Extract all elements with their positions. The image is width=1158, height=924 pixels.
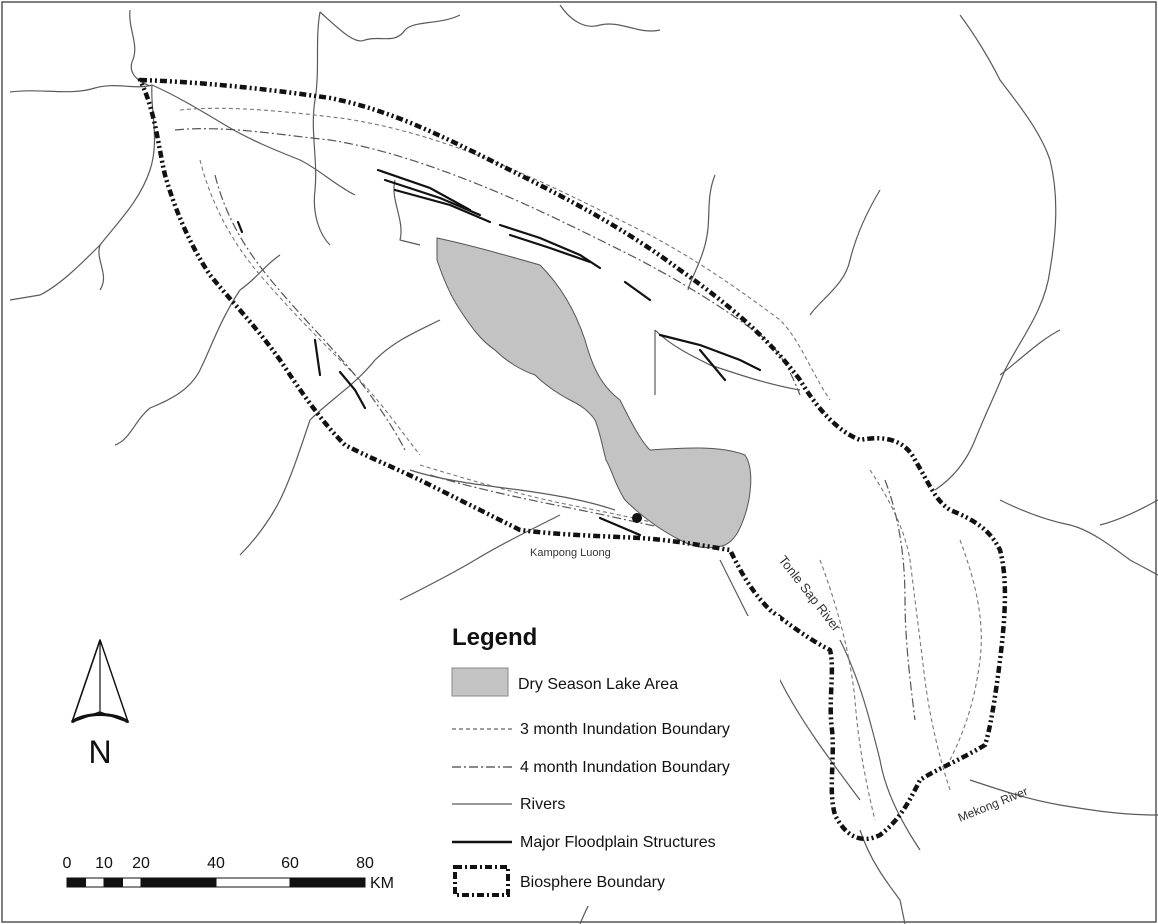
river [839,639,921,851]
floodplain-structure [338,370,367,410]
river [409,469,616,511]
legend-item-label: Major Floodplain Structures [520,834,716,851]
floodplain-structure [313,338,322,377]
scale-segment [215,877,291,888]
scale-segment [85,877,105,888]
river [393,179,421,246]
river [999,329,1061,376]
scale-bar: 0 10 20 40 60 80 KM [63,855,394,892]
inundation-3-month-line [819,559,876,821]
floodplain-structure [376,168,472,212]
river [309,319,441,421]
mekong-river-label: Mekong River [956,784,1030,825]
inundation-3-month-line [179,107,831,401]
inundation-3-month-line [869,469,951,791]
scale-tick-label: 60 [281,855,299,872]
scale-tick-label: 20 [132,855,150,872]
inundation-4-month-line [429,474,701,536]
scale-segment [140,877,217,888]
river [719,559,861,801]
legend-item-label: Dry Season Lake Area [518,676,678,693]
scale-segment [103,877,123,888]
floodplain-structure [623,280,652,302]
floodplain-structure [658,333,762,372]
river [239,254,281,291]
river [9,84,153,93]
north-arrow-label: N [88,734,111,770]
river [809,189,881,316]
river [399,514,561,601]
river [859,829,906,924]
floodplain-structure [598,516,642,537]
river [239,419,311,556]
scale-tick-label: 40 [207,855,225,872]
river [129,9,151,87]
legend-title: Legend [452,624,537,651]
river [654,329,801,391]
river [98,244,105,291]
inundation-4-month-line [214,174,406,451]
scale-segment [122,877,142,888]
floodplain-structure [236,220,244,234]
river [319,11,461,42]
legend-item-label: Rivers [520,796,565,813]
river [999,499,1158,576]
river [114,289,241,446]
legend-swatch-lake [451,667,509,697]
scale-segment [66,877,86,888]
north-arrow-half-icon [99,639,129,723]
legend-item-label: 4 month Inundation Boundary [520,759,730,776]
legend: Legend Dry Season Lake Area 3 month Inun… [440,616,780,906]
floodplain-structure [698,348,727,382]
river [934,14,1057,491]
scale-segment [289,877,366,888]
floodplain-structures [236,168,762,537]
scale-tick-label: 10 [95,855,113,872]
legend-swatch-biosphere [453,865,510,897]
river [559,4,661,32]
inundation-3-month-line [199,159,421,456]
legend-item-label: 3 month Inundation Boundary [520,721,730,738]
legend-item-label: Biosphere Boundary [520,874,665,891]
inundation-3-month-line [949,539,982,761]
floodplain-structure [508,233,592,264]
river [9,84,156,301]
scale-tick-label: 0 [63,855,72,872]
river [969,779,1158,816]
inundation-4-month-line [884,479,916,721]
north-arrow: N [71,639,129,770]
floodplain-structure [383,178,482,217]
river [687,174,716,291]
legend-background [440,616,780,906]
river [151,84,356,196]
scale-tick-label: 80 [356,855,374,872]
river [1099,499,1158,526]
floodplain-structure [393,188,492,224]
town-label: Kampong Luong [530,547,611,559]
town-marker [632,513,642,523]
river [312,11,331,246]
biosphere-boundary [137,77,1008,842]
rivers [9,4,1158,924]
scale-unit: KM [370,875,394,892]
